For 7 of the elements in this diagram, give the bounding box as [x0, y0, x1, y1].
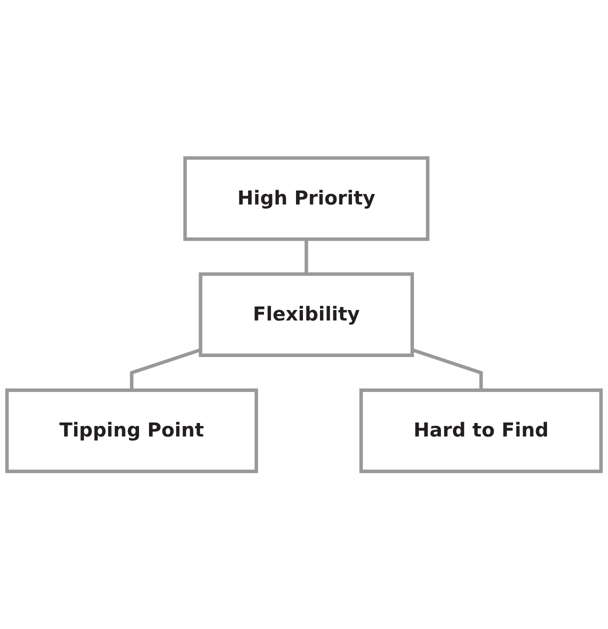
node-box: Flexibility — [198, 272, 414, 357]
node-box: Tipping Point — [5, 388, 258, 473]
node-box: High Priority — [183, 156, 430, 241]
connector — [130, 348, 202, 390]
connector — [304, 238, 308, 274]
connector — [412, 348, 483, 390]
node-box: Hard to Find — [359, 388, 603, 473]
